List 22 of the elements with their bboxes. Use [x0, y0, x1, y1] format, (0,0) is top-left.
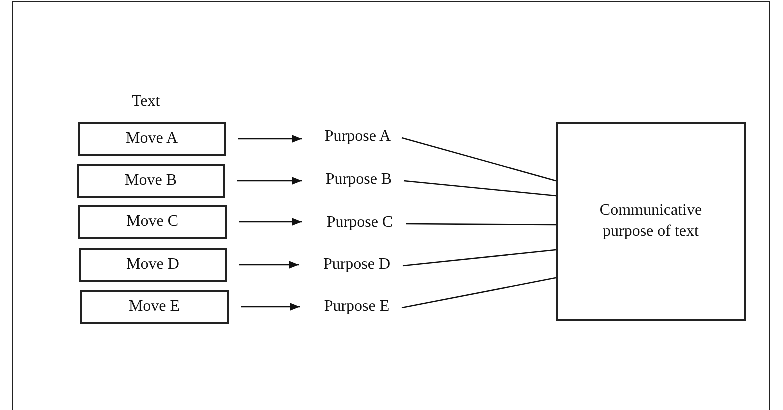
purpose-text: Purpose E: [314, 296, 400, 318]
connector-line: [404, 180, 556, 197]
connector-line: [402, 137, 556, 182]
purpose-text: Purpose D: [313, 254, 401, 276]
purpose-text: Purpose B: [316, 169, 402, 191]
connector-line: [406, 223, 556, 226]
arrow: [239, 218, 302, 226]
purpose-box: Communicative purpose of text: [556, 122, 746, 321]
arrow: [241, 303, 300, 311]
move-box: Move A: [78, 122, 226, 156]
move-box: Move B: [77, 164, 225, 198]
connector-line: [402, 249, 556, 267]
connector-line: [402, 277, 556, 309]
move-box: Move E: [80, 290, 229, 324]
arrow: [237, 177, 302, 185]
column-heading: Text: [132, 93, 160, 111]
move-box: Move C: [78, 205, 227, 239]
arrow: [239, 261, 299, 269]
purpose-text: Purpose C: [316, 212, 404, 234]
purpose-text: Purpose A: [316, 126, 400, 148]
move-box: Move D: [79, 248, 227, 282]
arrow: [238, 135, 302, 143]
